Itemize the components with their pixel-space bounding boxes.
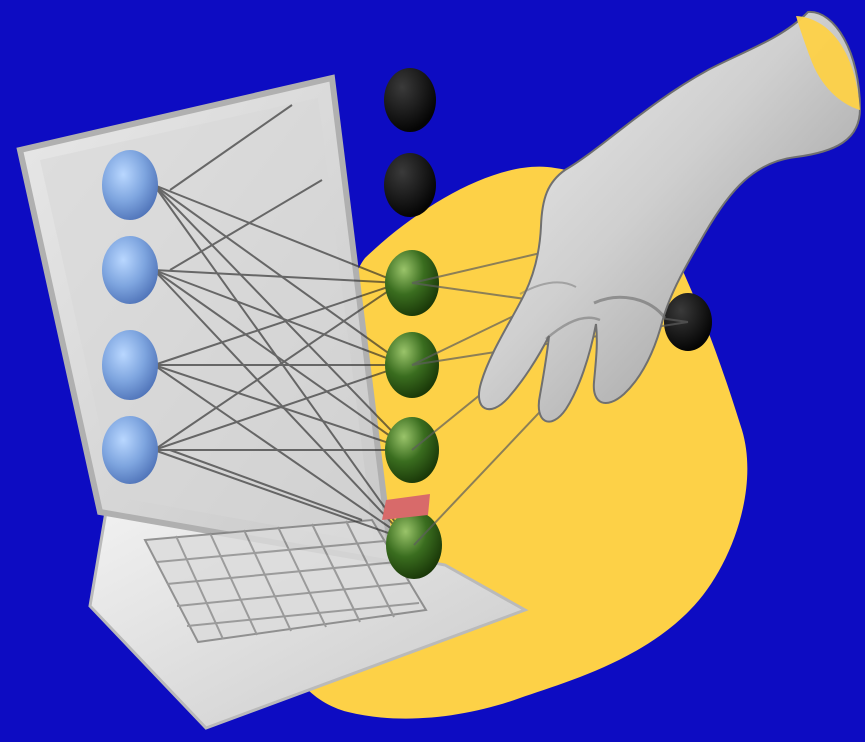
input-node	[102, 236, 158, 304]
input-node	[102, 416, 158, 484]
input-node	[102, 330, 158, 400]
input-node	[102, 150, 158, 220]
dark-node	[384, 68, 436, 132]
dark-node	[384, 153, 436, 217]
